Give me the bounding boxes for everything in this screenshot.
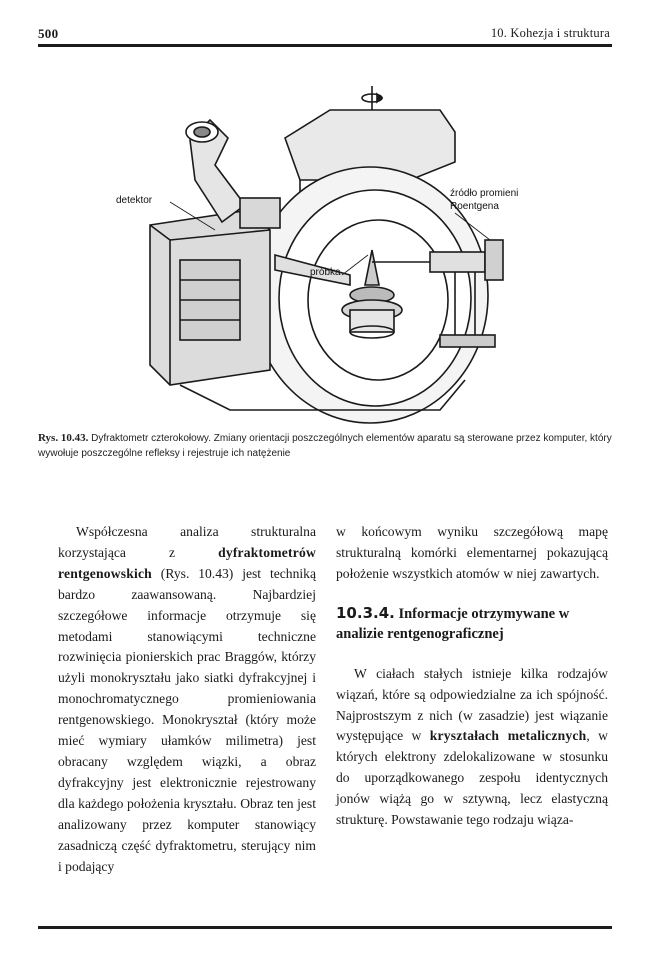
diffractometer-illustration <box>149 86 504 424</box>
right-column: w końcowym wyniku szczegółową mapę struk… <box>336 522 608 831</box>
caption-label: Rys. 10.43. <box>38 432 89 444</box>
figure-caption: Rys. 10.43. Dyfraktometr czterokołowy. Z… <box>38 431 614 461</box>
diffractometer-figure: detektor źródło promieni Roentgena próbk… <box>110 80 540 425</box>
section-heading: 10.3.4. Informacje otrzymywane w analizi… <box>336 603 608 644</box>
section-number: 10.3.4. <box>336 603 395 622</box>
xray-source-label-line2: Roentgena <box>450 201 499 212</box>
text-span: Współczesna analiza strukturalna korzyst… <box>58 524 316 560</box>
xray-source-label-line1: źródło promieni <box>450 188 519 199</box>
paragraph: w końcowym wyniku szczegółową mapę struk… <box>336 524 608 581</box>
caption-text: Dyfraktometr czterokołowy. Zmiany orient… <box>38 433 612 459</box>
key-term: kryształach metalicznych <box>429 728 587 744</box>
header-rule <box>38 44 612 47</box>
paragraph: W ciałach stałych istnieje kilka rodzajó… <box>336 664 608 831</box>
paragraph: Współczesna analiza strukturalna korzyst… <box>58 522 316 877</box>
left-column: Współczesna analiza strukturalna korzyst… <box>58 522 316 877</box>
key-term: dyfraktometrów rentgenowskich <box>58 544 316 581</box>
section-title: Informacje otrzymywane w analizie rentge… <box>336 605 570 642</box>
text-span: (Rys. 10.43) jest techniką bardzo zaawan… <box>58 565 316 874</box>
sample-label: próbka <box>310 267 341 278</box>
page-number: 500 <box>38 26 59 41</box>
text-span: , w których elektrony zdelokalizowane w … <box>336 728 608 828</box>
running-head: 10. Kohezja i struktura <box>490 26 610 40</box>
text-span: W ciałach stałych istnieje kilka rodzajó… <box>336 665 608 744</box>
detector-label: detektor <box>116 195 153 206</box>
footer-rule <box>38 926 612 929</box>
